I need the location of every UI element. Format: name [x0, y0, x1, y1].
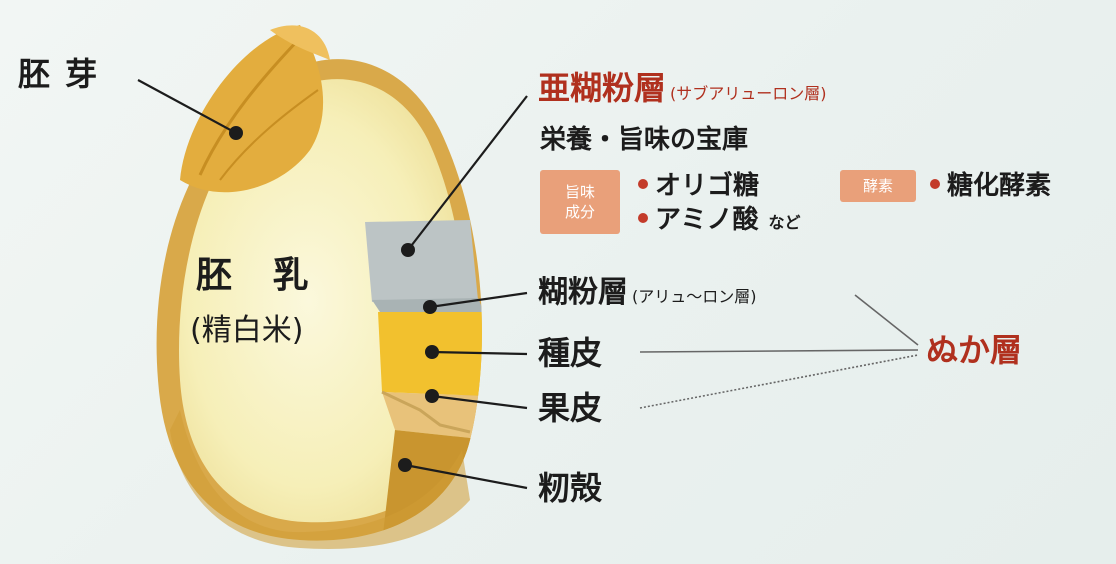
sub-aleurone-dot	[401, 243, 415, 257]
bullet-dot	[638, 212, 648, 223]
husk-label: 籾殻	[538, 469, 603, 507]
oligo-item: オリゴ糖	[638, 173, 759, 199]
embryo-dot	[229, 126, 243, 140]
seed-coat-dot	[425, 345, 439, 359]
embryo-region	[180, 25, 324, 193]
aleurone-dot	[423, 300, 437, 314]
nado-text: など	[768, 213, 801, 232]
aleurone-note: (アリュ〜ロン層)	[632, 287, 757, 306]
enzyme-tag: 酵素	[840, 170, 916, 202]
bullet-dot	[930, 178, 940, 189]
aleurone-label: 糊粉層(アリュ〜ロン層)	[538, 278, 757, 308]
saccharifying-enzyme-item: 糖化酵素	[930, 173, 1051, 199]
seed-coat-label: 種皮	[538, 334, 603, 372]
embryo-label: 胚 芽	[18, 55, 100, 93]
pericarp-label: 果皮	[538, 389, 603, 427]
saccharifying-text: 糖化酵素	[947, 171, 1052, 201]
sub-aleurone-note: (サブアリューロン層)	[670, 84, 827, 103]
umami-tag-line1: 旨味	[564, 182, 595, 201]
oligo-text: オリゴ糖	[655, 171, 760, 201]
amino-item: アミノ酸など	[638, 207, 801, 233]
sub-aleurone-layer	[365, 220, 478, 302]
endosperm-label: 胚 乳	[196, 255, 323, 296]
bullet-dot	[638, 178, 648, 189]
aleurone-title: 糊粉層	[538, 275, 628, 310]
sub-aleurone-title: 亜糊粉層	[538, 69, 667, 107]
treasure-label: 栄養・旨味の宝庫	[540, 125, 749, 155]
pericarp-dot	[425, 389, 439, 403]
amino-text: アミノ酸	[655, 205, 759, 235]
endosperm-sub-label: (精白米)	[190, 313, 304, 348]
sub-aleurone-label: 亜糊粉層(サブアリューロン層)	[538, 72, 827, 104]
umami-tag-line2: 成分	[564, 203, 595, 221]
umami-component-tag: 旨味 成分	[540, 170, 620, 234]
husk-dot	[398, 458, 412, 472]
nuka-layer-label: ぬか層	[926, 331, 1023, 369]
